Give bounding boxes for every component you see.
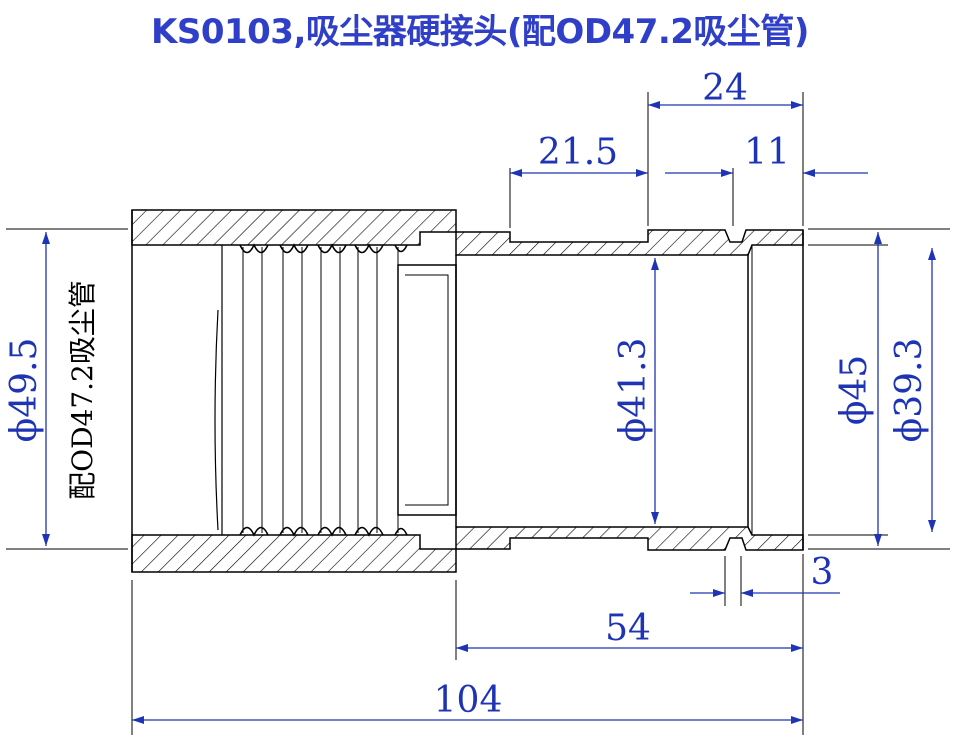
pipe-note: 配OD47.2吸尘管: [66, 280, 99, 500]
dim-label-54: 54: [605, 608, 651, 649]
dim-label-24: 24: [702, 68, 748, 109]
dim-label-3: 3: [811, 552, 834, 593]
dim-label-11: 11: [744, 132, 790, 173]
extension-lines: [6, 92, 950, 735]
dim-label-phi45: ϕ45: [834, 355, 875, 425]
socket-wall-bottom: [131, 534, 457, 573]
thread-crests-top: [239, 243, 408, 254]
tail-wall-top: [455, 229, 804, 256]
dim-label-phi49-5: ϕ49.5: [4, 338, 45, 443]
part-section: [131, 209, 804, 573]
dim-label-21-5: 21.5: [538, 132, 618, 173]
tail-wall-bottom: [455, 526, 804, 551]
inner-step: [397, 264, 457, 516]
dim-label-phi39-3: ϕ39.3: [889, 338, 930, 443]
thread-flanks: [242, 247, 399, 533]
dim-label-104: 104: [434, 680, 503, 721]
dim-label-phi41-3: ϕ41.3: [613, 338, 654, 443]
drawing-title: KS0103,吸尘器硬接头(配OD47.2吸尘管): [151, 12, 809, 52]
thread-crests-bottom: [239, 526, 408, 537]
socket-wall-top: [131, 209, 457, 246]
